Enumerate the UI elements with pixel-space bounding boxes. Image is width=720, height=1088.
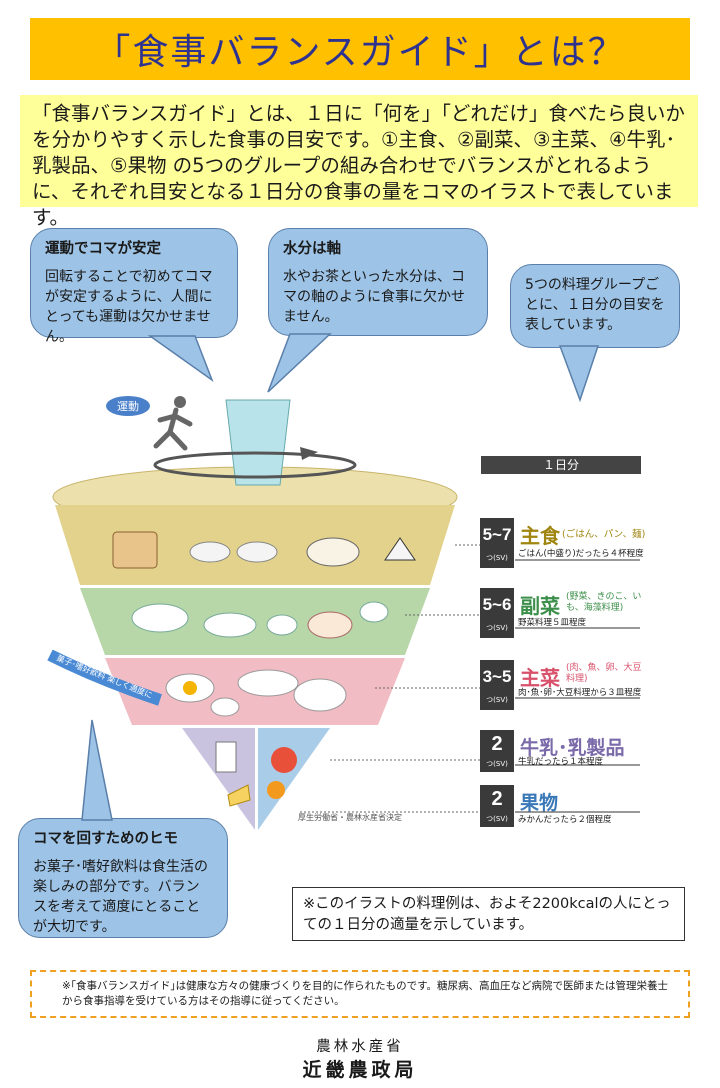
- dairy-icon: [215, 741, 251, 807]
- serving-main-dish: 3~5 つ(SV): [480, 660, 514, 710]
- footer-bureau: 近畿農政局: [302, 1059, 418, 1081]
- serving-dairy: 2 つ(SV): [480, 730, 514, 772]
- exercise-bubble-tail: [147, 335, 214, 383]
- serving-staple-value: 5~7: [482, 525, 512, 544]
- group-dairy-name: 牛乳･乳製品: [520, 737, 625, 759]
- exercise-bubble: 運動でコマが安定 回転することで初めてコマが安定するように、人間にとっても運動は…: [30, 228, 238, 345]
- exercise-bubble-heading: 運動でコマが安定: [45, 241, 161, 257]
- group-staple-desc: ごはん(中盛り)だったら４杯程度: [518, 549, 644, 559]
- string-bubble-body: お菓子･嗜好飲料は食生活の楽しみの部分です。バランスを考えて適度にとることが大切…: [33, 859, 208, 935]
- vegetable-dishes-icon: [131, 601, 389, 639]
- day-header-bg: [481, 456, 641, 474]
- serving-fruit-unit: つ(SV): [486, 815, 508, 823]
- group-main-dish-sub: (肉、魚、卵、大豆料理): [566, 663, 642, 684]
- serving-dairy-value: 2: [491, 733, 503, 755]
- water-bubble-heading: 水分は軸: [283, 241, 341, 257]
- exercise-label-badge: [106, 396, 150, 416]
- serving-dairy-unit: つ(SV): [486, 760, 508, 768]
- disclaimer: ※｢食事バランスガイド｣は健康な方々の健康づくりを目的に作られたものです。糖尿病…: [30, 970, 690, 1018]
- group-staple-sub: (ごはん、パン、麺): [562, 529, 646, 540]
- string-bubble: コマを回すためのヒモ お菓子･嗜好飲料は食生活の楽しみの部分です。バランスを考え…: [18, 818, 228, 938]
- serving-fruit-value: 2: [491, 788, 503, 810]
- serving-vegetables-value: 5~6: [482, 595, 512, 614]
- intro-text: 「食事バランスガイド」とは、１日に「何を」「どれだけ」食べたら良いかを分かりやす…: [20, 95, 698, 229]
- serving-staple: 5~7 つ(SV): [480, 518, 514, 568]
- serving-main-dish-value: 3~5: [482, 667, 512, 686]
- string-bubble-tail: [81, 719, 113, 821]
- water-bubble: 水分は軸 水やお茶といった水分は、コマの軸のように食事に欠かせません。: [268, 228, 488, 336]
- groups-bubble-tail: [558, 345, 600, 403]
- water-bubble-tail: [267, 333, 332, 393]
- fruit-icon: [267, 747, 297, 799]
- band-dairy: [182, 728, 255, 830]
- main-dishes-icon: [165, 669, 347, 717]
- group-vegetables-sub: (野菜、きのこ、いも、海藻料理): [566, 592, 642, 613]
- group-vegetables-desc: 野菜料理５皿程度: [518, 618, 587, 628]
- day-header: １日分: [543, 458, 579, 472]
- serving-vegetables-unit: つ(SV): [486, 624, 508, 632]
- serving-vegetables: 5~6 つ(SV): [480, 588, 514, 638]
- runner-icon: [153, 396, 193, 451]
- rotation-arrow-icon: [153, 451, 357, 479]
- exercise-bubble-body: 回転することで初めてコマが安定するように、人間にとっても運動は欠かせません。: [45, 269, 213, 345]
- group-vegetables-name: 副菜: [520, 594, 560, 618]
- string-bubble-heading: コマを回すためのヒモ: [33, 831, 178, 847]
- string-band: [47, 649, 162, 706]
- water-glass-icon: [225, 399, 291, 486]
- group-main-dish-name: 主菜: [520, 666, 560, 690]
- serving-staple-unit: つ(SV): [486, 554, 508, 562]
- group-dairy-desc: 牛乳だったら１本程度: [518, 757, 604, 767]
- calorie-note: ※このイラストの料理例は、およそ2200kcalの人にとっての１日分の適量を示し…: [292, 887, 685, 941]
- groups-bubble-body: 5つの料理グループごとに、１日分の目安を表しています。: [525, 277, 665, 333]
- footer-ministry: 農林水産省: [316, 1039, 404, 1055]
- group-main-dish-desc: 肉･魚･卵･大豆料理から３皿程度: [518, 688, 642, 698]
- staple-foods-icon: [112, 531, 416, 569]
- serving-fruit: 2 つ(SV): [480, 785, 514, 827]
- credit-text: 厚生労働省・農林水産省決定: [298, 812, 402, 822]
- group-fruit-desc: みかんだったら２個程度: [518, 815, 612, 825]
- group-fruit-name: 果物: [520, 792, 559, 814]
- group-staple-name: 主食: [520, 524, 560, 548]
- serving-main-dish-unit: つ(SV): [486, 696, 508, 704]
- page-title: 「食事バランスガイド」とは？: [30, 18, 690, 80]
- water-bubble-body: 水やお茶といった水分は、コマの軸のように食事に欠かせません。: [283, 269, 465, 325]
- exercise-label: 運動: [117, 399, 139, 413]
